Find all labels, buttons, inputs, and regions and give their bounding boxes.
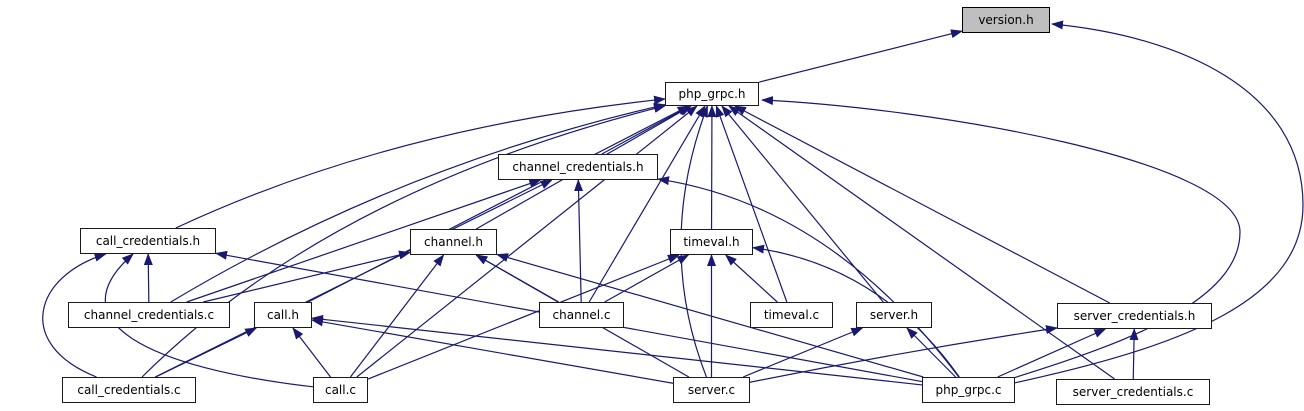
- graph-node-call_credentials.c[interactable]: call_credentials.c: [62, 377, 196, 403]
- edge-call_credentials.h-includes-php_grpc.h: [175, 95, 666, 229]
- edge-channel_credentials.c-includes-channel_credentials.h: [186, 179, 542, 303]
- edge-php_grpc.h-includes-version.h: [758, 29, 963, 83]
- edge-server.c-includes-call.h: [311, 317, 674, 384]
- edge-server_credentials.h-includes-php_grpc.h: [733, 105, 1111, 304]
- edge-server_credentials.c-includes-server_credentials.h: [1129, 328, 1139, 380]
- edge-channel.c-includes-timeval.h: [604, 254, 690, 303]
- edge-channel.c-includes-channel_credentials.h: [574, 179, 584, 303]
- edge-php_grpc.c-includes-version.h: [1013, 20, 1304, 384]
- graph-node-server_credentials.c[interactable]: server_credentials.c: [1056, 379, 1210, 405]
- graph-node-php_grpc.h[interactable]: php_grpc.h: [665, 82, 759, 106]
- edge-server.h-includes-php_grpc.h: [721, 105, 884, 303]
- graph-node-server.h[interactable]: server.h: [856, 302, 932, 328]
- graph-node-timeval.c[interactable]: timeval.c: [750, 302, 833, 328]
- graph-node-channel.h[interactable]: channel.h: [410, 229, 497, 255]
- graph-node-call.c[interactable]: call.c: [313, 377, 368, 403]
- edge-timeval.c-includes-timeval.h: [725, 254, 778, 303]
- edge-channel_credentials.c-includes-call_credentials.h: [143, 253, 153, 303]
- graph-node-call.h[interactable]: call.h: [254, 302, 312, 328]
- edge-call.c-includes-call_credentials.h: [104, 253, 314, 388]
- edge-call.c-includes-channel.h: [349, 254, 445, 378]
- edge-call.c-includes-call.h: [292, 327, 332, 378]
- edge-php_grpc.c-includes-call.h: [311, 314, 923, 386]
- edge-channel.c-includes-php_grpc.h: [588, 105, 706, 303]
- edge-server.c-includes-server.h: [742, 327, 864, 378]
- graph-node-channel.c[interactable]: channel.c: [539, 302, 624, 328]
- graph-node-call_credentials.h[interactable]: call_credentials.h: [80, 228, 216, 254]
- edge-call.c-includes-php_grpc.h: [356, 105, 698, 378]
- graph-node-php_grpc.c[interactable]: php_grpc.c: [922, 377, 1015, 403]
- edge-timeval.c-includes-php_grpc.h: [715, 105, 788, 303]
- edge-php_grpc.c-includes-channel_credentials.h: [657, 176, 960, 378]
- edge-call_credentials.c-includes-call.h: [155, 327, 258, 378]
- edge-channel_credentials.c-includes-channel.h: [203, 250, 411, 303]
- graph-node-timeval.h[interactable]: timeval.h: [670, 229, 753, 255]
- edge-server.c-includes-server_credentials.h: [749, 325, 1058, 383]
- edge-call_credentials.c-includes-call_credentials.h: [42, 252, 107, 378]
- graph-node-server.c[interactable]: server.c: [673, 377, 750, 403]
- edge-php_grpc.c-includes-channel.h: [496, 253, 924, 378]
- edge-php_grpc.c-includes-server_credentials.h: [997, 328, 1107, 378]
- graph-node-channel_credentials.h[interactable]: channel_credentials.h: [498, 154, 658, 180]
- edge-php_grpc.c-includes-timeval.h: [752, 244, 960, 378]
- graph-node-version.h: version.h: [962, 7, 1050, 33]
- graph-node-server_credentials.h[interactable]: server_credentials.h: [1057, 303, 1212, 329]
- edge-call.c-includes-timeval.h: [367, 254, 680, 380]
- edge-php_grpc.c-includes-server.h: [906, 327, 957, 378]
- edge-channel_credentials.h-includes-php_grpc.h: [601, 105, 691, 155]
- edge-channel_credentials.c-includes-php_grpc.h: [170, 102, 666, 303]
- graph-node-channel_credentials.c[interactable]: channel_credentials.c: [68, 302, 230, 328]
